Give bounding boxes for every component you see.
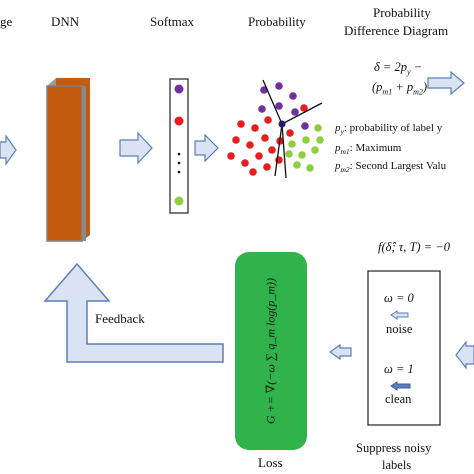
scatter-point-green xyxy=(285,150,293,158)
noise-arrow-icon xyxy=(390,310,409,320)
legend-pm2: pm2: Second Largest Valu xyxy=(335,160,446,174)
delta-paren-open: (p xyxy=(372,80,383,94)
scatter-point-green xyxy=(293,161,301,169)
loss-caption: Loss xyxy=(258,455,283,470)
legend-pm2-text: : Second Largest Valu xyxy=(349,160,447,172)
omega-zero: ω = 0 xyxy=(384,291,414,305)
delta-sub-y: y xyxy=(407,67,411,77)
scatter-point-purple xyxy=(301,122,309,130)
clean-label: clean xyxy=(385,392,412,406)
softmax-dot-red xyxy=(174,116,184,126)
scatter-point-purple xyxy=(289,92,297,100)
legend-pm1-text: : Maximum xyxy=(349,142,402,154)
to-diff-arrow xyxy=(427,70,465,96)
function-formula: f(δ̂; τ, T) = −0 xyxy=(378,240,450,254)
right-to-suppress-arrow xyxy=(455,340,474,370)
diff-diagram-header-1: Probability xyxy=(373,5,431,20)
scatter-point-red xyxy=(261,134,269,142)
dnn-block xyxy=(46,78,90,242)
omega-one: ω = 1 xyxy=(384,362,414,376)
scatter-point-red xyxy=(255,152,263,160)
scatter-point-green xyxy=(314,124,322,132)
scatter-point-red xyxy=(286,129,294,137)
scatter-point-green xyxy=(288,140,296,148)
scatter-point-green xyxy=(316,136,324,144)
legend-pm1-sub: m1 xyxy=(340,147,350,157)
legend-pm2-symbol: p xyxy=(335,160,341,172)
delta-eq-part: δ = 2p xyxy=(374,60,407,74)
scatter-point-purple xyxy=(291,108,299,116)
softmax-dot-green xyxy=(174,196,184,206)
scatter-point-red xyxy=(249,168,257,176)
scatter-point-red xyxy=(251,124,259,132)
suppress-to-loss-arrow xyxy=(328,343,352,361)
scatter-point-red xyxy=(241,159,249,167)
legend-py: py: probability of label y xyxy=(335,122,442,136)
scatter-point-green xyxy=(306,164,314,172)
delta-eq-tail: − xyxy=(410,60,423,74)
scatter-point-red xyxy=(263,163,271,171)
legend-pm2-sub: m2 xyxy=(340,165,350,175)
suppress-box xyxy=(367,270,441,426)
loss-box xyxy=(235,252,307,450)
scatter-point-purple xyxy=(275,82,283,90)
scatter-point-green xyxy=(311,146,319,154)
delta-plus: + p xyxy=(392,80,414,94)
scatter-point-red xyxy=(264,116,272,124)
delta-sub-m1: m1 xyxy=(382,87,393,97)
diff-diagram-header-2: Difference Diagram xyxy=(344,23,449,38)
legend-py-symbol: p xyxy=(335,122,341,134)
dnn-header: DNN xyxy=(51,14,80,29)
delta-paren-close: ) xyxy=(422,80,428,94)
feedback-arrow xyxy=(43,262,224,363)
scatter-point-red xyxy=(246,141,254,149)
dnn-to-softmax-arrow xyxy=(119,131,153,165)
scatter-point-green xyxy=(302,136,310,144)
scatter-point-red xyxy=(227,152,235,160)
input-arrow xyxy=(0,134,17,166)
probability-header: Probability xyxy=(248,14,306,29)
softmax-dot-purple xyxy=(174,84,184,94)
loss-formula: G += ∇(−ω ∑ q_m log(p_m)) xyxy=(263,277,278,425)
legend-pm1: pm1: Maximum xyxy=(335,142,401,156)
legend-py-text: : probability of label y xyxy=(343,122,443,134)
noise-label: noise xyxy=(386,322,413,336)
probability-partition-lines xyxy=(262,79,323,179)
scatter-point-purple xyxy=(258,105,266,113)
scatter-point-red xyxy=(237,120,245,128)
delta-formula-line2: (pm1 + pm2) xyxy=(372,80,427,97)
legend-py-sub: y xyxy=(340,127,344,137)
suppress-caption-2: labels xyxy=(382,458,412,472)
scatter-point-red xyxy=(300,104,308,112)
clean-arrow-icon xyxy=(390,381,411,391)
delta-sub-m2: m2 xyxy=(413,87,423,97)
feedback-label: Feedback xyxy=(95,311,145,326)
probability-scatter xyxy=(227,82,324,176)
softmax-header: Softmax xyxy=(150,14,195,29)
scatter-point-red xyxy=(268,146,276,154)
softmax-to-prob-arrow xyxy=(194,133,219,163)
legend-pm1-symbol: p xyxy=(335,142,341,154)
scatter-point-purple xyxy=(275,102,283,110)
input-header-fragment: ge xyxy=(0,14,13,29)
suppress-caption-1: Suppress noisy xyxy=(356,441,432,455)
scatter-point-red xyxy=(232,136,240,144)
delta-formula-line1: δ = 2py − xyxy=(374,60,422,77)
softmax-vector xyxy=(169,78,189,214)
scatter-point-green xyxy=(298,151,306,159)
